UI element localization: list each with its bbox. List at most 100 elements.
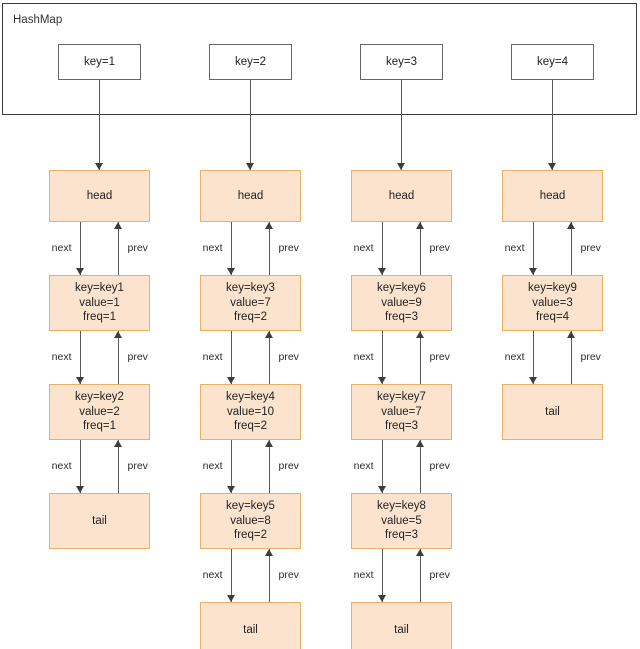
key-to-head-arrow-1-arrowhead bbox=[95, 163, 103, 170]
prev-arrow-1-1-arrowhead bbox=[114, 331, 122, 338]
key-to-head-arrow-3-line bbox=[400, 80, 402, 170]
next-arrow-2-3-arrowhead bbox=[227, 595, 235, 602]
prev-arrow-1-0-line bbox=[117, 222, 119, 275]
node-box-2-3-text: freq=2 bbox=[234, 529, 267, 542]
prev-arrow-4-1-line bbox=[570, 331, 572, 384]
next-arrow-2-1-arrowhead bbox=[227, 377, 235, 384]
node-box-1-1-text: freq=1 bbox=[83, 311, 116, 324]
prev-arrow-3-3-line bbox=[419, 549, 421, 602]
next-label-2-2: next bbox=[201, 459, 224, 472]
next-arrow-2-2-arrowhead bbox=[227, 486, 235, 493]
prev-arrow-4-0-line bbox=[570, 222, 572, 275]
node-box-2-3-text: value=8 bbox=[230, 514, 271, 527]
prev-label-1-0: prev bbox=[126, 241, 149, 254]
next-label-1-1: next bbox=[50, 350, 73, 363]
node-box-3-1-text: value=9 bbox=[381, 296, 422, 309]
prev-arrow-2-2-arrowhead bbox=[265, 440, 273, 447]
node-box-3-2-text: value=7 bbox=[381, 405, 422, 418]
next-arrow-3-0-arrowhead bbox=[378, 268, 386, 275]
node-box-1-2-text: freq=1 bbox=[83, 420, 116, 433]
head-box-1-text: head bbox=[86, 189, 113, 202]
next-label-3-3: next bbox=[352, 568, 375, 581]
head-box-1: head bbox=[49, 170, 150, 222]
node-box-2-1-text: key=key3 bbox=[226, 282, 275, 295]
tail-box-1-text: tail bbox=[92, 514, 107, 527]
head-box-3-text: head bbox=[388, 189, 415, 202]
next-arrow-2-0-line bbox=[230, 222, 232, 275]
prev-label-2-0: prev bbox=[277, 241, 300, 254]
prev-arrow-2-0-arrowhead bbox=[265, 222, 273, 229]
prev-arrow-2-2-line bbox=[268, 440, 270, 493]
node-box-2-2-text: value=10 bbox=[227, 405, 274, 418]
node-box-4-1-text: value=3 bbox=[532, 296, 573, 309]
prev-label-2-1: prev bbox=[277, 350, 300, 363]
next-arrow-3-1-arrowhead bbox=[378, 377, 386, 384]
next-arrow-3-1-line bbox=[381, 331, 383, 384]
next-label-3-0: next bbox=[352, 241, 375, 254]
node-box-3-1-text: freq=3 bbox=[385, 311, 418, 324]
prev-arrow-4-0-arrowhead bbox=[567, 222, 575, 229]
next-arrow-1-0-line bbox=[79, 222, 81, 275]
prev-arrow-3-0-arrowhead bbox=[416, 222, 424, 229]
prev-arrow-4-1-arrowhead bbox=[567, 331, 575, 338]
prev-label-3-0: prev bbox=[428, 241, 451, 254]
tail-box-2: tail bbox=[200, 602, 301, 649]
next-arrow-3-3-arrowhead bbox=[378, 595, 386, 602]
head-box-3: head bbox=[351, 170, 452, 222]
key-to-head-arrow-2-arrowhead bbox=[246, 163, 254, 170]
head-box-4-text: head bbox=[539, 189, 566, 202]
prev-arrow-3-2-line bbox=[419, 440, 421, 493]
node-box-3-3-text: key=key8 bbox=[377, 500, 426, 513]
next-arrow-1-1-line bbox=[79, 331, 81, 384]
head-box-2: head bbox=[200, 170, 301, 222]
prev-label-4-0: prev bbox=[579, 241, 602, 254]
next-arrow-3-2-arrowhead bbox=[378, 486, 386, 493]
prev-arrow-1-1-line bbox=[117, 331, 119, 384]
tail-box-2-text: tail bbox=[243, 623, 258, 636]
prev-arrow-2-3-arrowhead bbox=[265, 549, 273, 556]
node-box-2-1-text: value=7 bbox=[230, 296, 271, 309]
next-label-4-0: next bbox=[503, 241, 526, 254]
node-box-3-3-text: freq=3 bbox=[385, 529, 418, 542]
next-label-2-0: next bbox=[201, 241, 224, 254]
node-box-2-2-text: key=key4 bbox=[226, 391, 275, 404]
key-box-2: key=2 bbox=[209, 44, 292, 80]
prev-label-2-3: prev bbox=[277, 568, 300, 581]
prev-label-1-2: prev bbox=[126, 459, 149, 472]
next-arrow-2-1-line bbox=[230, 331, 232, 384]
hashmap-title: HashMap bbox=[13, 14, 63, 26]
prev-arrow-2-0-line bbox=[268, 222, 270, 275]
prev-arrow-1-2-arrowhead bbox=[114, 440, 122, 447]
node-box-1-1-text: value=1 bbox=[79, 296, 120, 309]
next-arrow-1-2-line bbox=[79, 440, 81, 493]
node-box-3-2-text: key=key7 bbox=[377, 391, 426, 404]
next-label-1-0: next bbox=[50, 241, 73, 254]
next-label-1-2: next bbox=[50, 459, 73, 472]
next-label-2-1: next bbox=[201, 350, 224, 363]
node-box-1-2-text: key=key2 bbox=[75, 391, 124, 404]
prev-label-3-2: prev bbox=[428, 459, 451, 472]
prev-arrow-3-0-line bbox=[419, 222, 421, 275]
node-box-4-1-text: key=key9 bbox=[528, 282, 577, 295]
key-to-head-arrow-4-arrowhead bbox=[548, 163, 556, 170]
key-box-4: key=4 bbox=[511, 44, 594, 80]
next-arrow-1-2-arrowhead bbox=[76, 486, 84, 493]
next-arrow-3-0-line bbox=[381, 222, 383, 275]
node-box-2-2-text: freq=2 bbox=[234, 420, 267, 433]
prev-arrow-2-3-line bbox=[268, 549, 270, 602]
tail-box-1: tail bbox=[49, 493, 150, 549]
node-box-1-1-text: key=key1 bbox=[75, 282, 124, 295]
prev-arrow-3-3-arrowhead bbox=[416, 549, 424, 556]
prev-label-4-1: prev bbox=[579, 350, 602, 363]
key-box-3: key=3 bbox=[360, 44, 443, 80]
prev-label-3-3: prev bbox=[428, 568, 451, 581]
prev-label-1-1: prev bbox=[126, 350, 149, 363]
